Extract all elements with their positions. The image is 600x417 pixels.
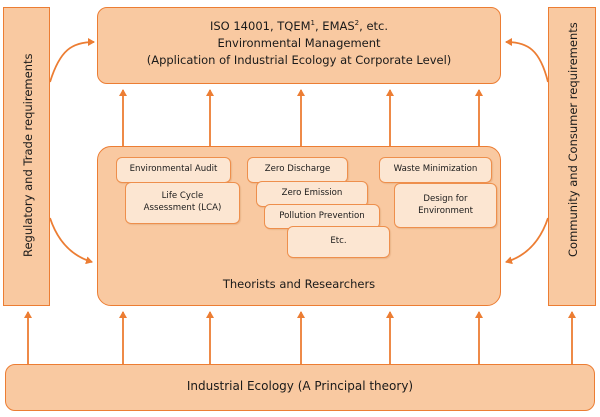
arrow-right-curve-up: [505, 38, 549, 83]
industrial-ecology-box: Industrial Ecology (A Principal theory): [5, 364, 595, 411]
community-consumer-label: Community and Consumer requirements: [566, 22, 580, 257]
environmental-management-box: ISO 14001, TQEM1, EMAS2, etc. Environmen…: [97, 7, 501, 84]
arrow-left-curve-up: [49, 38, 95, 83]
top-box-line1: ISO 14001, TQEM1, EMAS2, etc.: [209, 19, 389, 33]
pill-environmental-audit: Environmental Audit: [116, 157, 231, 183]
pill-etc: Etc.: [287, 226, 390, 258]
pill-waste-minimization: Waste Minimization: [379, 157, 492, 183]
top-box-line3: (Application of Industrial Ecology at Co…: [146, 53, 452, 67]
regulatory-trade-label: Regulatory and Trade requirements: [21, 53, 35, 258]
community-consumer-box: Community and Consumer requirements: [548, 7, 596, 306]
pill-life-cycle-assessment: Life Cycle Assessment (LCA): [125, 182, 240, 224]
pill-zero-emission: Zero Emission: [256, 181, 368, 207]
top-box-line2: Environmental Management: [217, 36, 381, 50]
theorists-researchers-label: Theorists and Researchers: [222, 277, 376, 291]
industrial-ecology-label: Industrial Ecology (A Principal theory): [186, 379, 414, 393]
arrow-left-curve-down: [49, 217, 93, 265]
pill-design-for-environment: Design for Environment: [394, 183, 497, 228]
pill-zero-discharge: Zero Discharge: [247, 157, 348, 183]
arrow-right-curve-down: [505, 217, 549, 265]
regulatory-trade-box: Regulatory and Trade requirements: [3, 7, 50, 306]
